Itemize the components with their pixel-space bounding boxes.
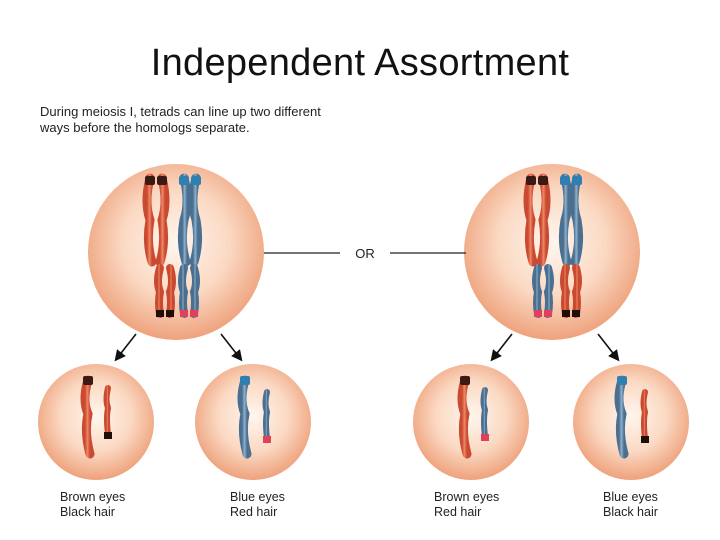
outcome-2-line-2: Red hair bbox=[230, 505, 278, 519]
chromosome-large-blue bbox=[558, 173, 584, 267]
chromosome-small-blue bbox=[178, 264, 200, 318]
or-connector: OR bbox=[264, 246, 466, 261]
outcome-label-1: Brown eyes Black hair bbox=[60, 490, 125, 520]
daughter-cell-1 bbox=[38, 364, 154, 480]
outcome-4-line-2: Black hair bbox=[603, 505, 658, 519]
or-label: OR bbox=[355, 246, 375, 261]
arrow-3 bbox=[490, 333, 513, 362]
chromosome-small-red bbox=[154, 264, 176, 318]
chromosome-small-blue bbox=[532, 264, 554, 318]
parent-cell-right bbox=[464, 164, 640, 340]
intro-line-2: ways before the homologs separate. bbox=[40, 120, 250, 135]
chromosome-small-red bbox=[560, 264, 582, 318]
outcome-3-line-2: Red hair bbox=[434, 505, 482, 519]
arrow-1 bbox=[114, 333, 137, 362]
intro-text: During meiosis I, tetrads can line up tw… bbox=[40, 104, 360, 136]
arrow-2 bbox=[220, 333, 243, 362]
chromosome-large-red bbox=[523, 173, 551, 267]
slide-title: Independent Assortment bbox=[150, 42, 570, 84]
parent-cell-left bbox=[88, 164, 264, 340]
outcome-3-line-1: Brown eyes bbox=[434, 490, 500, 504]
daughter-cell-2 bbox=[195, 364, 311, 480]
outcome-label-2: Blue eyes Red hair bbox=[230, 490, 285, 520]
outcome-4-line-1: Blue eyes bbox=[603, 490, 658, 504]
chromosome-large-blue bbox=[177, 173, 203, 267]
intro-line-1: During meiosis I, tetrads can line up tw… bbox=[40, 104, 321, 119]
chromosome-large-red bbox=[142, 173, 170, 267]
outcome-label-3: Brown eyes Red hair bbox=[434, 490, 499, 520]
outcome-2-line-1: Blue eyes bbox=[230, 490, 285, 504]
daughter-cell-4 bbox=[573, 364, 689, 480]
daughter-cell-3 bbox=[413, 364, 529, 480]
outcome-label-4: Blue eyes Black hair bbox=[603, 490, 658, 520]
outcome-1-line-2: Black hair bbox=[60, 505, 115, 519]
arrow-4 bbox=[597, 333, 620, 362]
outcome-1-line-1: Brown eyes bbox=[60, 490, 126, 504]
